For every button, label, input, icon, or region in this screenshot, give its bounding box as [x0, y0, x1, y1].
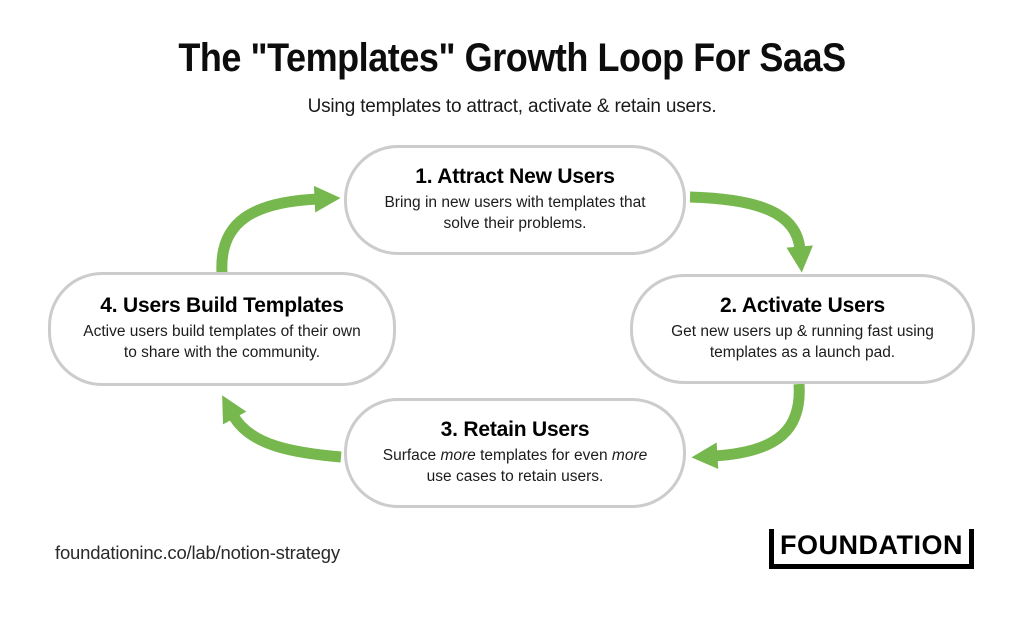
- step-box-activate-users: 2. Activate Users Get new users up & run…: [630, 274, 975, 384]
- page-title: The "Templates" Growth Loop For SaaS: [178, 36, 846, 80]
- step-box-retain-users: 3. Retain Users Surface more templates f…: [344, 398, 686, 508]
- page-subtitle: Using templates to attract, activate & r…: [307, 96, 717, 117]
- step-box-users-build-templates: 4. Users Build Templates Active users bu…: [48, 272, 396, 386]
- step-box-attract-new-users: 1. Attract New Users Bring in new users …: [344, 145, 686, 255]
- step-body: Bring in new users with templates that s…: [384, 194, 646, 232]
- step-body: Surface more templates for even more use…: [382, 447, 648, 485]
- foundation-logo: FOUNDATION: [769, 529, 974, 569]
- arrow-step3-to-step4-icon: [222, 395, 342, 463]
- step-heading: 1. Attract New Users: [415, 165, 615, 189]
- step-body: Active users build templates of their ow…: [83, 323, 361, 361]
- arrow-step2-to-step3-icon: [691, 383, 805, 470]
- step-heading: 3. Retain Users: [440, 418, 590, 442]
- arrow-step4-to-step1-icon: [216, 185, 341, 274]
- source-url-text: foundationinc.co/lab/notion-strategy: [55, 542, 340, 563]
- step-heading: 2. Activate Users: [719, 294, 886, 318]
- foundation-logo-text: FOUNDATION: [780, 530, 963, 560]
- step-heading: 4. Users Build Templates: [100, 294, 344, 318]
- arrow-step1-to-step2-icon: [689, 191, 813, 273]
- step-body: Get new users up & running fast using te…: [671, 323, 934, 361]
